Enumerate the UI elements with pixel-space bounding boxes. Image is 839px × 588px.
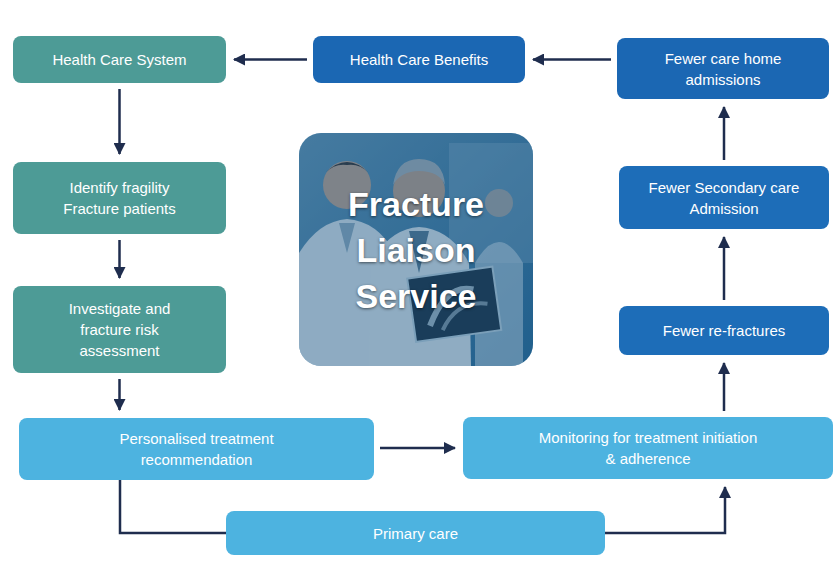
flow-arrow (380, 447, 455, 450)
node-text: Fewer Secondary care Admission (639, 177, 809, 219)
outcome-box: Fewer care home admissions (617, 38, 829, 99)
outcome-box: Health Care Benefits (313, 36, 525, 83)
node-text: Fewer care home admissions (637, 48, 809, 90)
node-text: Health Care Benefits (350, 49, 488, 70)
process-box: Personalised treatment recommendation (19, 418, 374, 480)
flow-arrow (234, 58, 307, 61)
process-box: Primary care (226, 511, 605, 555)
flow-arrow (723, 107, 726, 160)
flow-arrow (723, 237, 726, 300)
process-box: Health Care System (13, 36, 226, 83)
process-box: Monitoring for treatment initiation & ad… (463, 417, 833, 479)
flow-arrow (118, 240, 121, 278)
node-text: Health Care System (52, 49, 186, 70)
service-badge: Fracture Liaison Service (299, 133, 533, 366)
flow-arrow (723, 363, 726, 411)
node-text: Investigate and fracture risk assessment (45, 298, 194, 361)
flow-arrow (533, 58, 611, 61)
process-box: Identify fragility Fracture patients (13, 162, 226, 234)
flow-arrow (118, 89, 121, 154)
flow-arrow (120, 480, 226, 533)
flow-arrow (118, 379, 121, 410)
node-text: Primary care (373, 523, 458, 544)
node-text: Fracture Liaison Service (315, 181, 517, 319)
node-text: Identify fragility Fracture patients (45, 177, 194, 219)
process-box: Investigate and fracture risk assessment (13, 286, 226, 373)
outcome-box: Fewer re-fractures (619, 306, 829, 355)
node-text: Monitoring for treatment initiation & ad… (538, 427, 758, 469)
outcome-box: Fewer Secondary care Admission (619, 166, 829, 229)
node-text: Fewer re-fractures (663, 320, 786, 341)
flow-arrow (605, 487, 725, 533)
node-text: Personalised treatment recommendation (109, 428, 284, 470)
